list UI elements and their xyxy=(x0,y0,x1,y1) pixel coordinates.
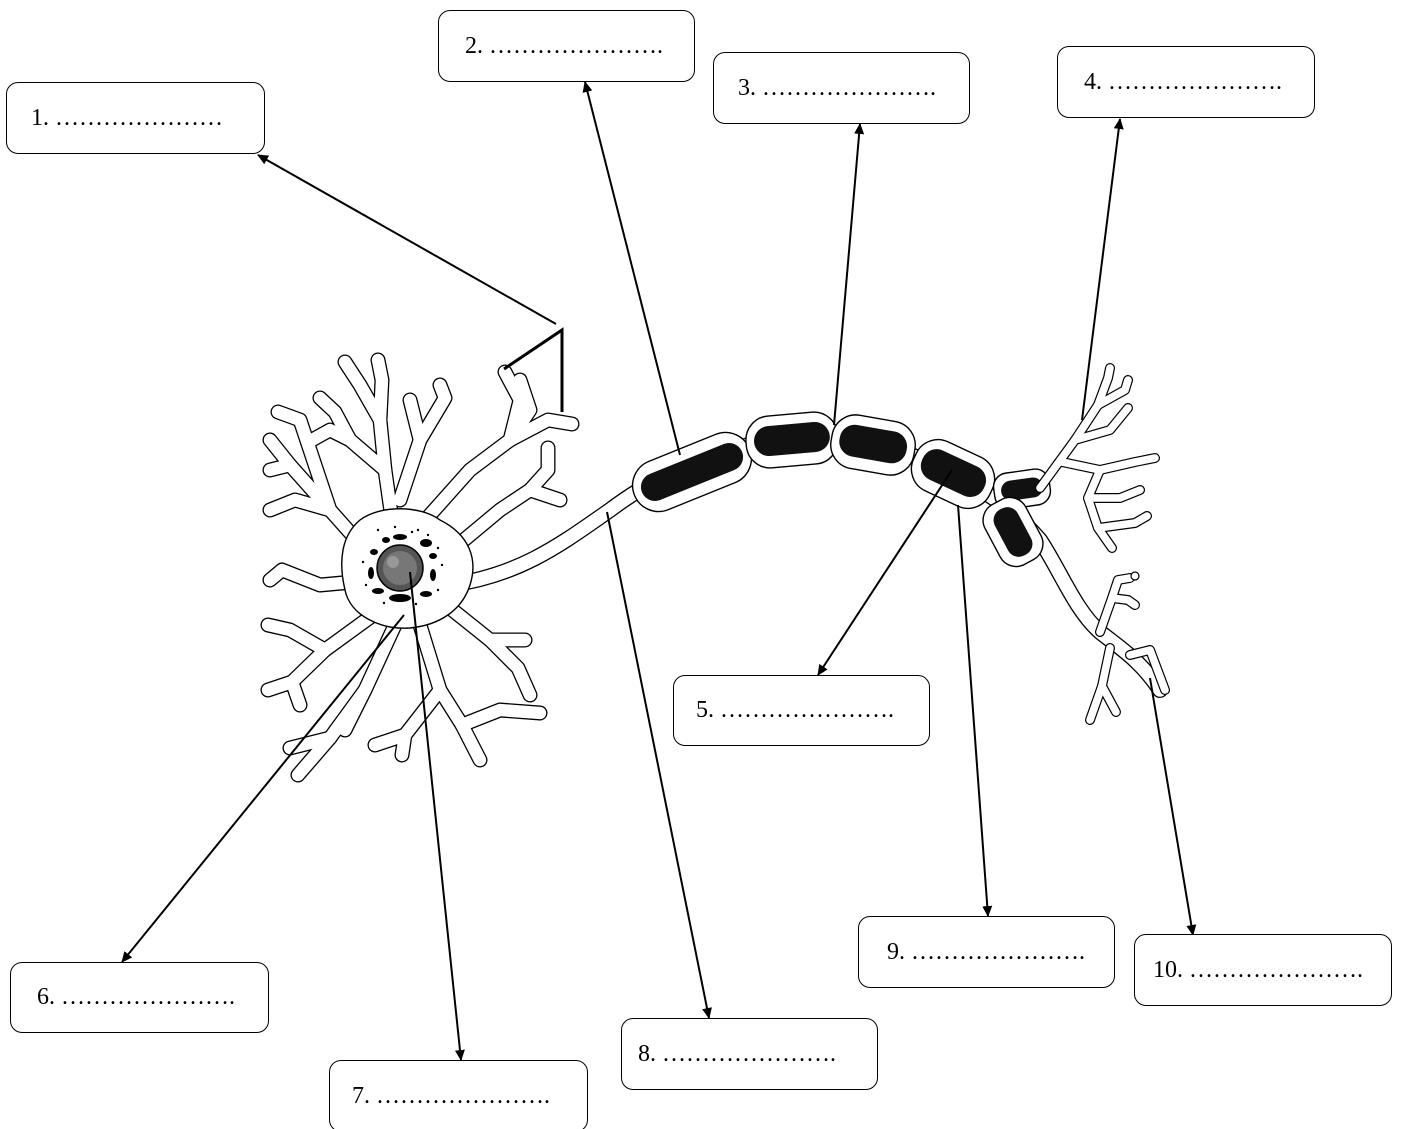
leader-line-4 xyxy=(1081,118,1124,421)
label-number-6: 6. xyxy=(37,984,55,1010)
label-blank-4: …………………. xyxy=(1108,68,1282,95)
label-box-10[interactable]: 10.…………………. xyxy=(1134,934,1392,1006)
label-box-1[interactable]: 1.………………… xyxy=(6,82,265,154)
label-number-10: 10. xyxy=(1153,956,1183,983)
label-number-2: 2. xyxy=(465,32,483,59)
label-number-7: 7. xyxy=(352,1082,370,1109)
label-blank-5: …………………. xyxy=(720,697,894,723)
leader-line-1 xyxy=(257,154,557,325)
nucleus xyxy=(376,544,424,592)
label-box-2[interactable]: 2.…………………. xyxy=(438,10,695,82)
leader-line-2 xyxy=(582,81,681,456)
label-box-9[interactable]: 9.…………………. xyxy=(858,916,1115,988)
label-number-8: 8. xyxy=(638,1040,656,1067)
leader-line-9 xyxy=(957,504,993,917)
label-box-6[interactable]: 6.…………………. xyxy=(10,962,269,1033)
label-blank-10: …………………. xyxy=(1189,956,1363,983)
label-number-1: 1. xyxy=(31,104,49,131)
leader-line-5 xyxy=(817,469,953,676)
label-number-5: 5. xyxy=(696,697,714,723)
leader-line-1-bracket xyxy=(503,327,564,412)
label-blank-7: …………………. xyxy=(376,1082,550,1109)
label-number-4: 4. xyxy=(1084,68,1102,95)
label-box-7[interactable]: 7.…………………. xyxy=(329,1060,588,1129)
leader-line-3 xyxy=(833,123,865,426)
axon-terminals xyxy=(1035,363,1170,725)
label-blank-2: …………………. xyxy=(489,32,663,59)
leader-line-7 xyxy=(409,571,465,1061)
label-box-3[interactable]: 3.…………………. xyxy=(713,52,970,124)
label-blank-3: …………………. xyxy=(762,74,936,101)
label-blank-9: …………………. xyxy=(911,938,1085,965)
leader-line-6 xyxy=(121,614,405,963)
label-blank-6: …………………. xyxy=(61,984,235,1010)
leader-line-10 xyxy=(1149,677,1197,936)
leader-lines xyxy=(121,81,1197,1061)
label-number-3: 3. xyxy=(738,74,756,101)
label-blank-8: …………………. xyxy=(662,1040,836,1067)
label-box-4[interactable]: 4.…………………. xyxy=(1057,46,1315,118)
nissl-bodies xyxy=(361,525,444,606)
label-box-5[interactable]: 5.…………………. xyxy=(673,675,930,746)
myelin-sheath xyxy=(631,411,1052,568)
label-number-9: 9. xyxy=(887,938,905,965)
label-box-8[interactable]: 8.…………………. xyxy=(621,1018,878,1090)
leader-line-8 xyxy=(606,511,712,1019)
label-blank-1: ………………… xyxy=(55,104,223,131)
